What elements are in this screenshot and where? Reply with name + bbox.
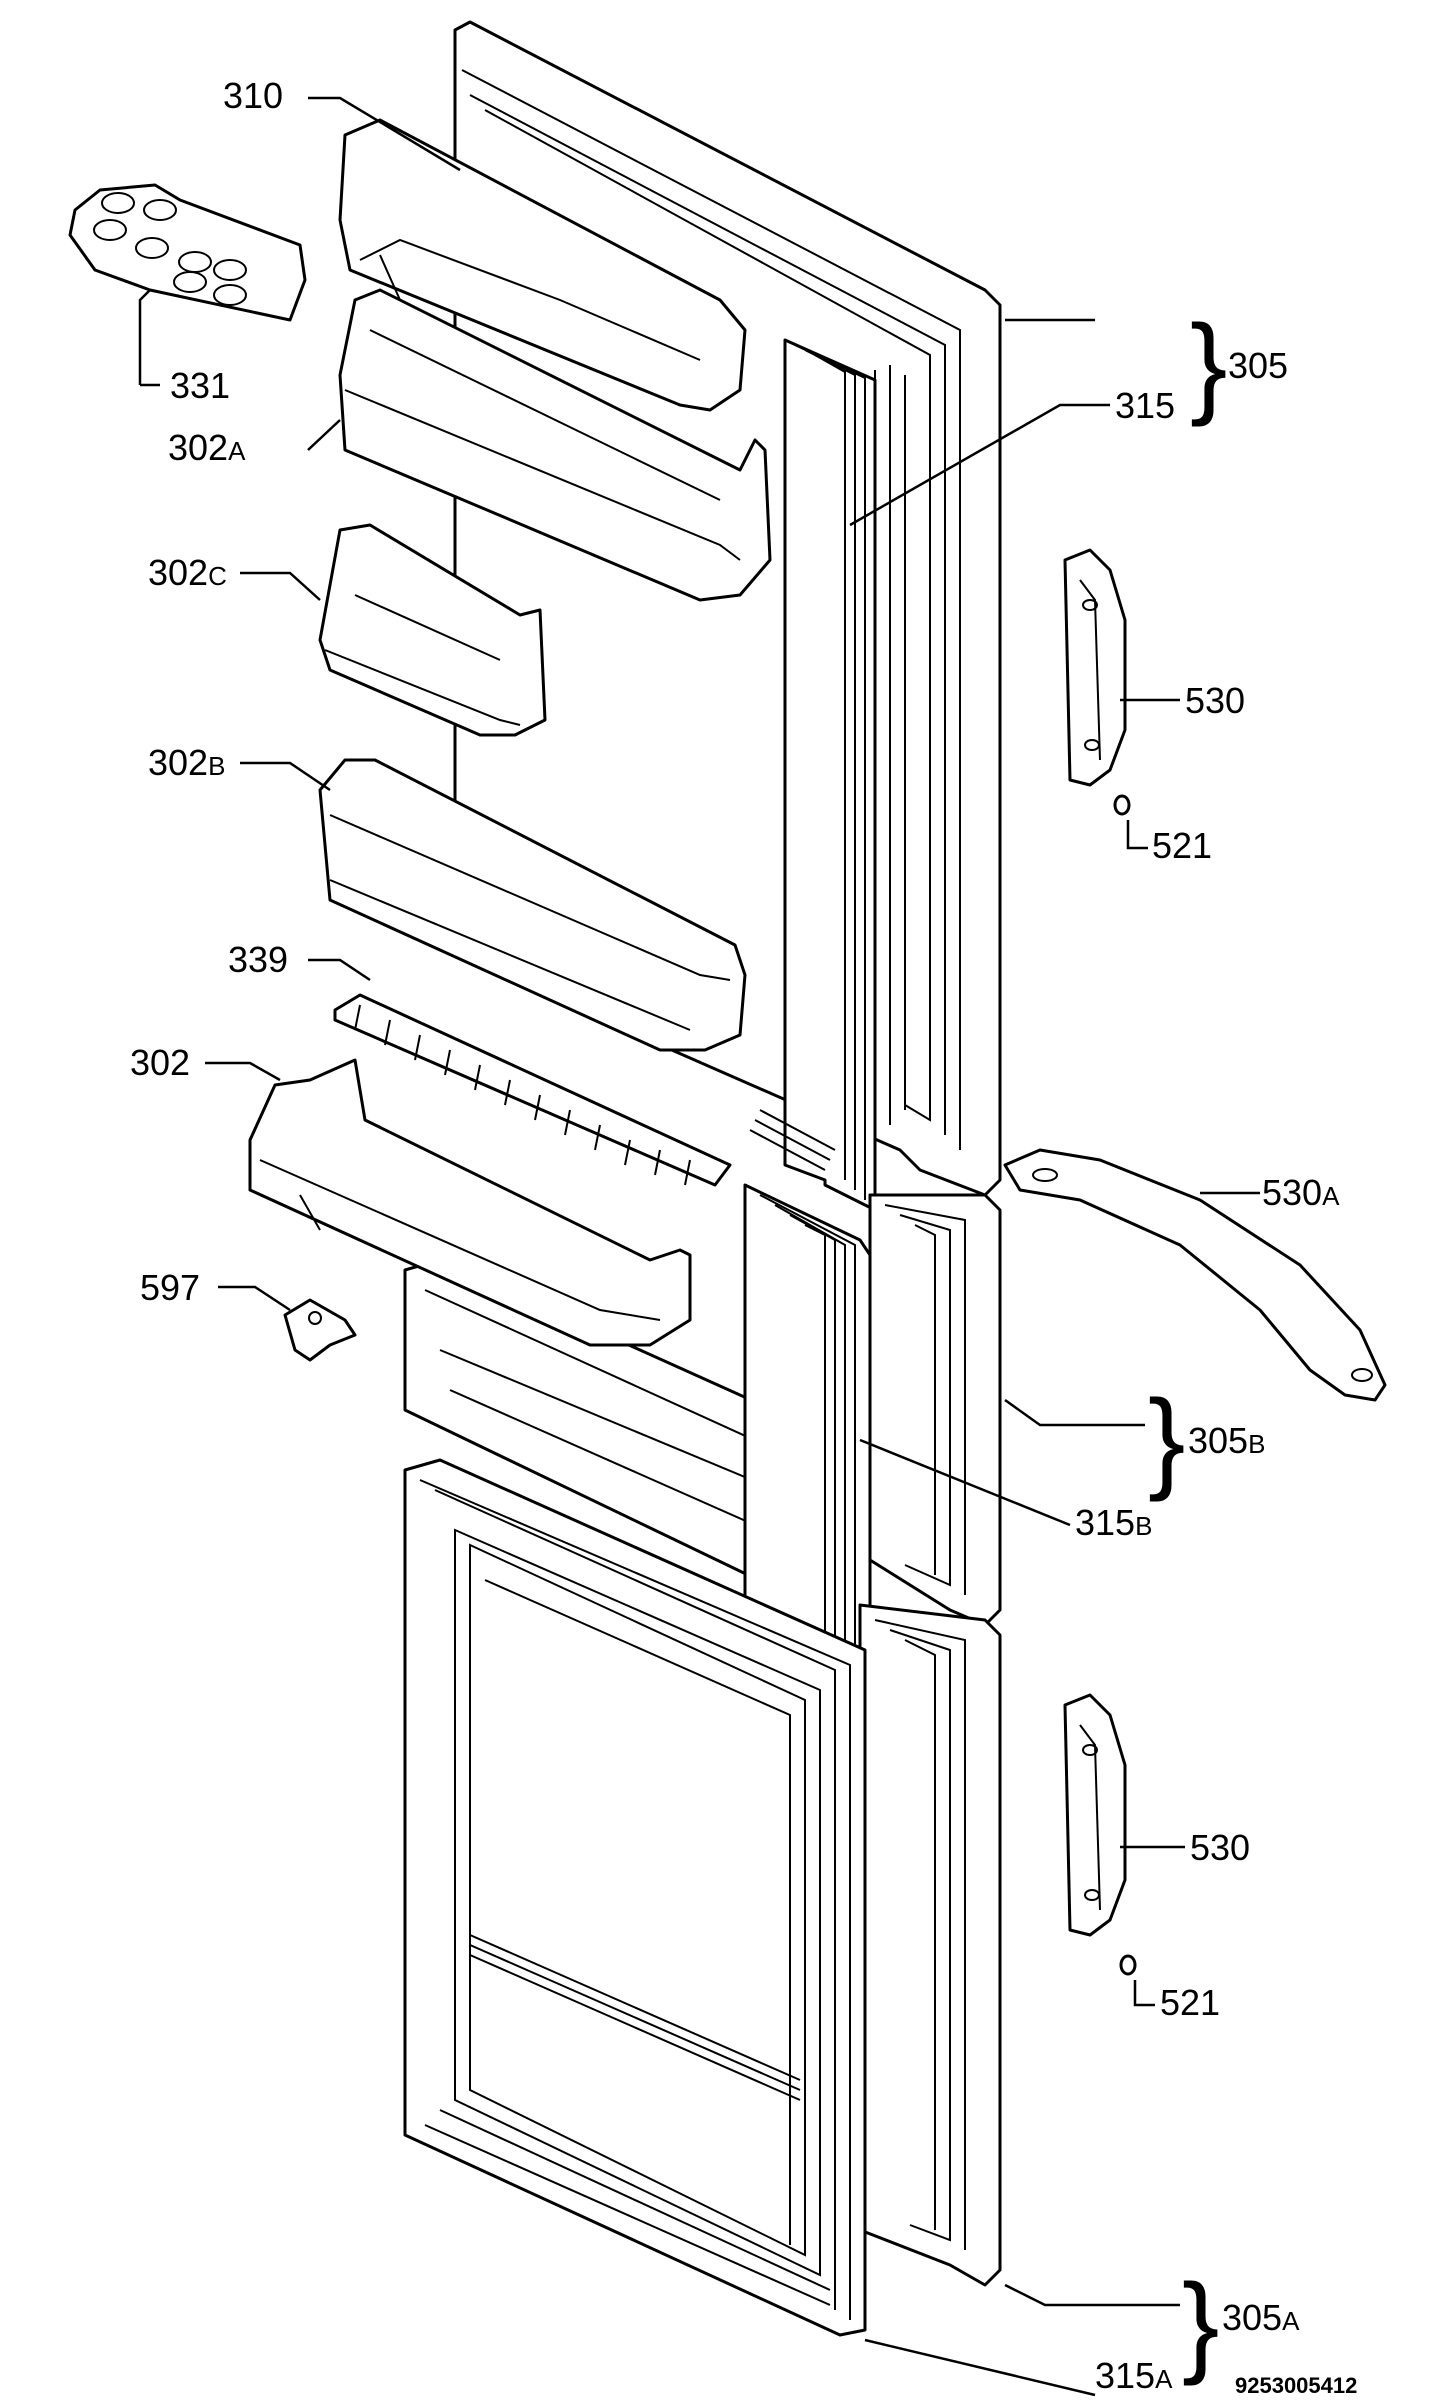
label-530-top: 530 — [1185, 680, 1245, 721]
part-labels: 310 331 302A 302C 302B 339 302 597 } 305… — [130, 75, 1357, 2398]
label-521-bottom: 521 — [1160, 1982, 1220, 2023]
dairy-compartment-lid — [338, 118, 747, 412]
label-302: 302 — [130, 1042, 190, 1083]
label-530a: 530A — [1262, 1172, 1340, 1213]
label-521-top: 521 — [1152, 825, 1212, 866]
egg-tray — [68, 183, 307, 322]
lower-door-gasket — [403, 1458, 867, 2337]
label-305: 305 — [1228, 345, 1288, 386]
label-315: 315 — [1115, 385, 1175, 426]
label-310: 310 — [223, 75, 283, 116]
long-handle — [1003, 1148, 1387, 1402]
bottom-screw-cap — [1119, 1954, 1137, 1976]
leader-lines — [138, 96, 1260, 2397]
brace-305b: } — [1148, 1377, 1185, 1502]
small-door-bin — [318, 523, 547, 737]
top-door-shelf — [338, 288, 772, 602]
label-315a: 315A — [1095, 2355, 1173, 2396]
brace-305a: } — [1182, 2261, 1219, 2386]
label-339: 339 — [228, 939, 288, 980]
drawing-code: 9253005412 — [1235, 2373, 1357, 2398]
label-305a: 305A — [1222, 2297, 1300, 2338]
lower-door — [858, 1603, 1002, 2287]
label-302b: 302B — [148, 742, 225, 783]
label-597: 597 — [140, 1267, 200, 1308]
label-530-bottom: 530 — [1190, 1827, 1250, 1868]
label-302a: 302A — [168, 427, 246, 468]
middle-door — [868, 1193, 1002, 1627]
label-305b: 305B — [1188, 1420, 1265, 1461]
label-331: 331 — [170, 365, 230, 406]
upper-door-gasket — [749, 338, 877, 1212]
top-screw-cap — [1113, 794, 1131, 816]
top-handle — [1063, 548, 1127, 787]
bottom-handle — [1063, 1693, 1127, 1937]
bottom-door-shelf — [248, 1058, 692, 1347]
label-302c: 302C — [148, 552, 227, 593]
label-315b: 315B — [1075, 1502, 1152, 1543]
brace-305: } — [1190, 302, 1227, 427]
middle-door-shelf — [318, 758, 747, 1052]
hinge-part — [283, 1298, 357, 1362]
bottle-rack-insert — [333, 993, 732, 1187]
